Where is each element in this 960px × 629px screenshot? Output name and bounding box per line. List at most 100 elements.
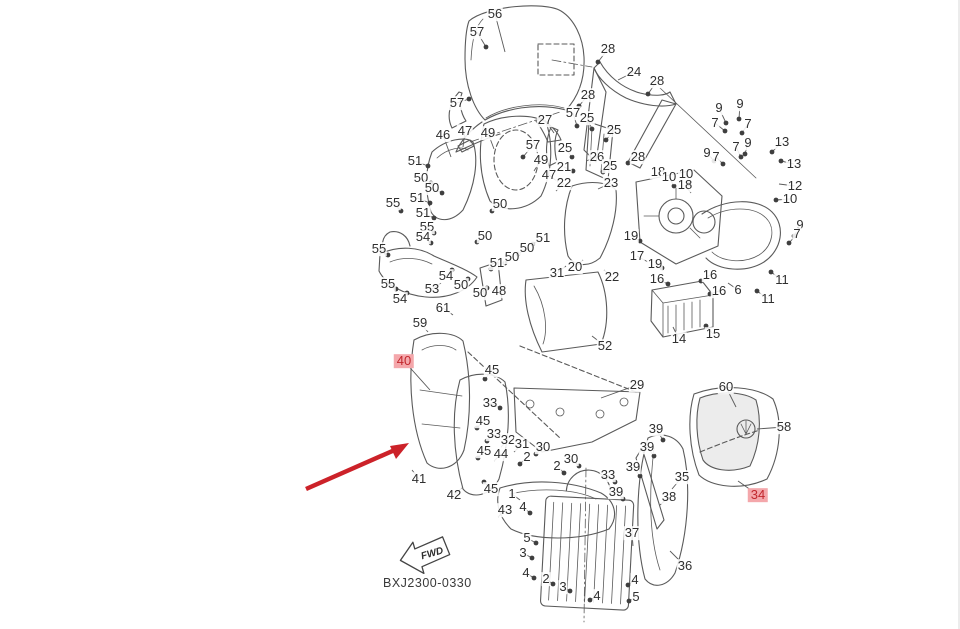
part-label-51[interactable]: 51 (534, 230, 552, 246)
part-label-3[interactable]: 3 (518, 545, 528, 561)
part-label-39[interactable]: 39 (607, 484, 625, 500)
part-label-19[interactable]: 19 (622, 228, 640, 244)
part-label-28[interactable]: 28 (648, 73, 666, 89)
part-label-50[interactable]: 50 (476, 228, 494, 244)
part-label-21[interactable]: 21 (555, 159, 573, 175)
part-label-45[interactable]: 45 (482, 481, 500, 497)
part-label-13[interactable]: 13 (773, 134, 791, 150)
part-label-60[interactable]: 60 (717, 379, 735, 395)
part-label-56[interactable]: 56 (486, 6, 504, 22)
part-label-47[interactable]: 47 (540, 167, 558, 183)
part-label-50[interactable]: 50 (491, 196, 509, 212)
part-label-22[interactable]: 22 (603, 269, 621, 285)
part-label-4[interactable]: 4 (518, 499, 528, 515)
part-label-6[interactable]: 6 (733, 282, 743, 298)
part-label-10[interactable]: 10 (781, 191, 799, 207)
part-label-46[interactable]: 46 (434, 127, 452, 143)
part-label-34[interactable]: 34 (747, 488, 769, 502)
part-label-55[interactable]: 55 (370, 241, 388, 257)
part-label-45[interactable]: 45 (474, 413, 492, 429)
part-label-53[interactable]: 53 (423, 281, 441, 297)
part-label-52[interactable]: 52 (596, 338, 614, 354)
part-label-37[interactable]: 37 (623, 525, 641, 541)
part-label-50[interactable]: 50 (452, 277, 470, 293)
part-label-36[interactable]: 36 (676, 558, 694, 574)
part-label-23[interactable]: 23 (602, 175, 620, 191)
part-label-9[interactable]: 9 (795, 217, 805, 233)
part-label-29[interactable]: 29 (628, 377, 646, 393)
part-label-57[interactable]: 57 (448, 95, 466, 111)
part-label-33[interactable]: 33 (485, 426, 503, 442)
part-label-35[interactable]: 35 (673, 469, 691, 485)
part-label-43[interactable]: 43 (496, 502, 514, 518)
part-label-50[interactable]: 50 (423, 180, 441, 196)
part-label-7[interactable]: 7 (731, 139, 741, 155)
part-label-33[interactable]: 33 (481, 395, 499, 411)
part-label-26[interactable]: 26 (588, 149, 606, 165)
part-label-54[interactable]: 54 (437, 268, 455, 284)
part-label-44[interactable]: 44 (492, 446, 510, 462)
part-label-7[interactable]: 7 (792, 226, 802, 242)
part-label-11[interactable]: 11 (774, 272, 790, 288)
part-label-4[interactable]: 4 (630, 572, 640, 588)
part-label-38[interactable]: 38 (660, 489, 678, 505)
part-label-4[interactable]: 4 (592, 588, 602, 604)
part-label-32[interactable]: 32 (499, 432, 517, 448)
part-label-54[interactable]: 54 (391, 291, 409, 307)
part-label-50[interactable]: 50 (471, 285, 489, 301)
part-label-28[interactable]: 28 (579, 87, 597, 103)
part-label-51[interactable]: 51 (414, 205, 432, 221)
part-label-10[interactable]: 10 (660, 169, 678, 185)
part-label-31[interactable]: 31 (548, 265, 566, 281)
part-label-10[interactable]: 10 (677, 166, 695, 182)
part-label-25[interactable]: 25 (556, 140, 574, 156)
part-label-1[interactable]: 1 (507, 486, 517, 502)
part-label-25[interactable]: 25 (578, 110, 596, 126)
part-label-20[interactable]: 20 (566, 259, 584, 275)
part-label-55[interactable]: 55 (384, 195, 402, 211)
part-label-2[interactable]: 2 (541, 571, 551, 587)
part-label-17[interactable]: 17 (628, 248, 646, 264)
part-label-49[interactable]: 49 (532, 152, 550, 168)
part-label-50[interactable]: 50 (518, 240, 536, 256)
part-label-57[interactable]: 57 (468, 24, 486, 40)
part-label-9[interactable]: 9 (702, 145, 712, 161)
part-label-14[interactable]: 14 (670, 331, 688, 347)
part-label-4[interactable]: 4 (521, 565, 531, 581)
part-label-5[interactable]: 5 (631, 589, 641, 605)
part-label-39[interactable]: 39 (624, 459, 642, 475)
part-label-2[interactable]: 2 (522, 449, 532, 465)
part-label-11[interactable]: 11 (760, 291, 776, 307)
part-label-57[interactable]: 57 (524, 137, 542, 153)
part-label-24[interactable]: 24 (625, 64, 643, 80)
part-label-33[interactable]: 33 (599, 467, 617, 483)
part-label-54[interactable]: 54 (414, 229, 432, 245)
part-label-19[interactable]: 19 (646, 256, 664, 272)
part-label-27[interactable]: 27 (536, 112, 554, 128)
part-label-49[interactable]: 49 (479, 125, 497, 141)
part-label-25[interactable]: 25 (605, 122, 623, 138)
part-label-45[interactable]: 45 (483, 362, 501, 378)
part-label-3[interactable]: 3 (558, 579, 568, 595)
part-label-28[interactable]: 28 (599, 41, 617, 57)
part-label-39[interactable]: 39 (647, 421, 665, 437)
part-label-7[interactable]: 7 (743, 116, 753, 132)
part-label-42[interactable]: 42 (445, 487, 463, 503)
part-label-45[interactable]: 45 (475, 443, 493, 459)
part-label-18[interactable]: 18 (676, 177, 694, 193)
part-label-25[interactable]: 25 (601, 158, 619, 174)
part-label-39[interactable]: 39 (638, 439, 656, 455)
part-label-48[interactable]: 48 (490, 283, 508, 299)
part-label-22[interactable]: 22 (555, 175, 573, 191)
part-label-15[interactable]: 15 (704, 326, 722, 342)
part-label-55[interactable]: 55 (379, 276, 397, 292)
part-label-7[interactable]: 7 (710, 115, 720, 131)
part-label-59[interactable]: 59 (411, 315, 429, 331)
part-label-5[interactable]: 5 (522, 530, 532, 546)
part-label-57[interactable]: 57 (564, 105, 582, 121)
part-label-40[interactable]: 40 (393, 354, 415, 368)
part-label-2[interactable]: 2 (552, 458, 562, 474)
part-label-51[interactable]: 51 (488, 255, 506, 271)
part-label-7[interactable]: 7 (711, 149, 721, 165)
part-label-16[interactable]: 16 (648, 271, 666, 287)
